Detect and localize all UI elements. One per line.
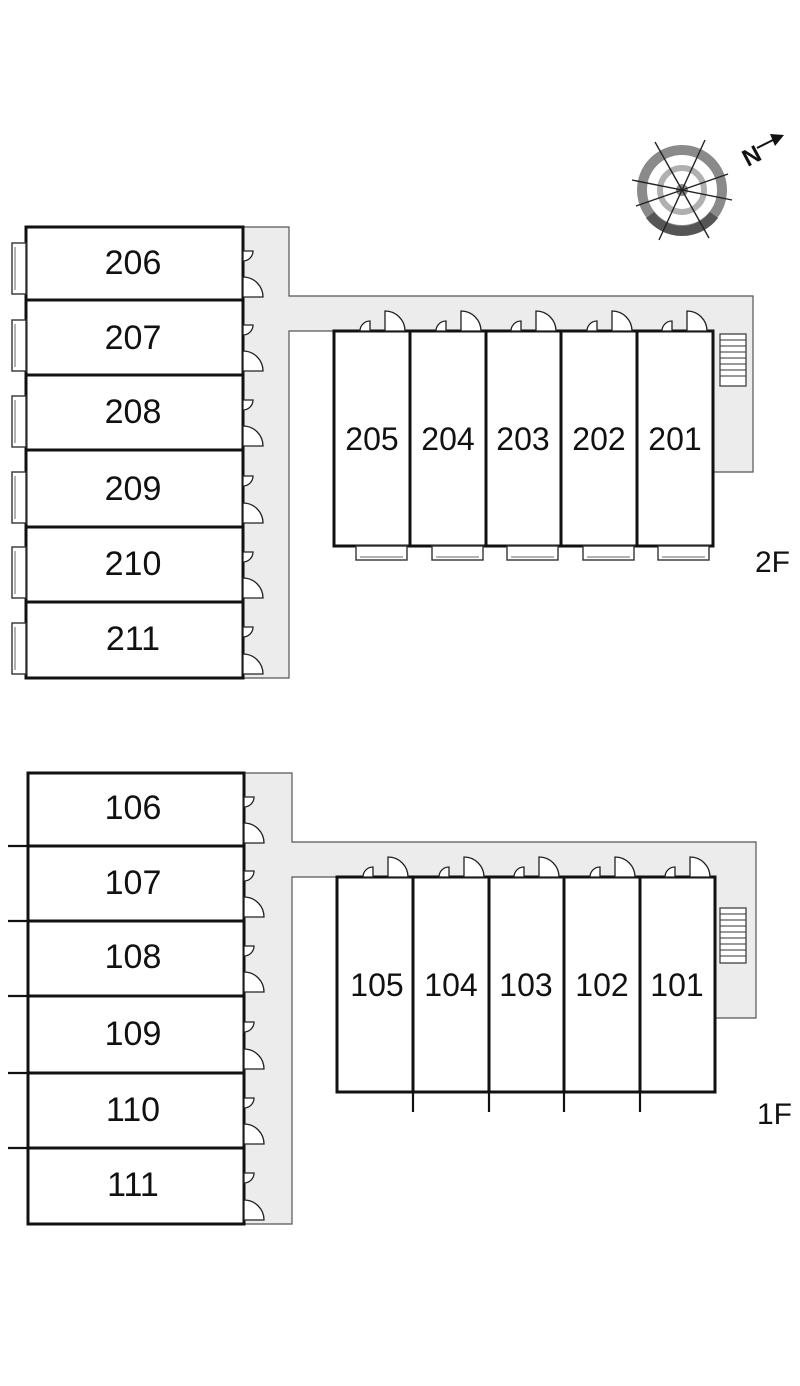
floor-2f-plan: 206 207 208 209 210 211: [11, 225, 790, 680]
unit-number: 110: [106, 1091, 160, 1129]
balconies-2f-east: [355, 545, 710, 561]
unit-number: 107: [105, 864, 162, 902]
stairs-icon: [719, 333, 747, 387]
north-arrow-icon: N: [738, 134, 784, 172]
unit-205: 205: [332, 329, 412, 548]
unit-109: 109: [26, 994, 246, 1075]
unit-207: 207: [24, 298, 245, 377]
unit-number: 204: [421, 421, 474, 457]
balconies-2f-west: [11, 242, 27, 675]
unit-108: 108: [26, 919, 246, 998]
unit-211: 211: [24, 600, 245, 680]
unit-208: 208: [24, 373, 245, 452]
stairs-icon: [719, 907, 747, 964]
unit-number: 101: [650, 967, 703, 1003]
unit-number: 105: [350, 967, 403, 1003]
unit-111: 111: [26, 1146, 246, 1226]
unit-number: 201: [648, 421, 701, 457]
unit-106: 106: [26, 771, 246, 848]
wall-ticks-1f-south: [411, 1092, 642, 1112]
doors-1f-west: [243, 796, 265, 1221]
unit-101: 101: [638, 875, 717, 1094]
unit-102: 102: [562, 875, 642, 1094]
unit-203: 203: [484, 329, 563, 548]
unit-number: 211: [106, 620, 160, 658]
unit-105: 105: [335, 875, 415, 1094]
unit-104: 104: [411, 875, 491, 1094]
unit-number: 205: [345, 421, 398, 457]
unit-number: 207: [105, 319, 162, 357]
unit-209: 209: [24, 448, 245, 529]
doors-1f-east: [362, 856, 711, 878]
unit-number: 106: [105, 789, 162, 827]
unit-number: 111: [107, 1166, 159, 1204]
unit-number: 103: [499, 967, 552, 1003]
unit-110: 110: [26, 1071, 246, 1150]
wall-ticks-1f-west: [8, 844, 28, 1150]
unit-number: 208: [105, 393, 162, 431]
unit-number: 104: [424, 967, 477, 1003]
unit-number: 109: [105, 1015, 162, 1053]
floor-1f-plan: 106 107 108 109 110 111: [8, 771, 792, 1226]
compass-rose-icon: N: [631, 134, 784, 241]
unit-206: 206: [24, 225, 245, 302]
unit-204: 204: [408, 329, 488, 548]
doors-2f-east: [359, 310, 708, 332]
floor-label-2f: 2F: [755, 546, 790, 579]
unit-201: 201: [635, 329, 715, 548]
unit-number: 209: [105, 470, 162, 508]
floor-label-1f: 1F: [757, 1098, 792, 1131]
unit-number: 206: [105, 244, 162, 282]
unit-number: 202: [572, 421, 625, 457]
unit-number: 102: [575, 967, 628, 1003]
unit-number: 108: [105, 938, 162, 976]
unit-103: 103: [487, 875, 566, 1094]
unit-number: 203: [496, 421, 549, 457]
unit-number: 210: [105, 545, 162, 583]
unit-202: 202: [559, 329, 639, 548]
doors-2f-west: [242, 250, 264, 675]
unit-107: 107: [26, 844, 246, 923]
unit-210: 210: [24, 525, 245, 604]
